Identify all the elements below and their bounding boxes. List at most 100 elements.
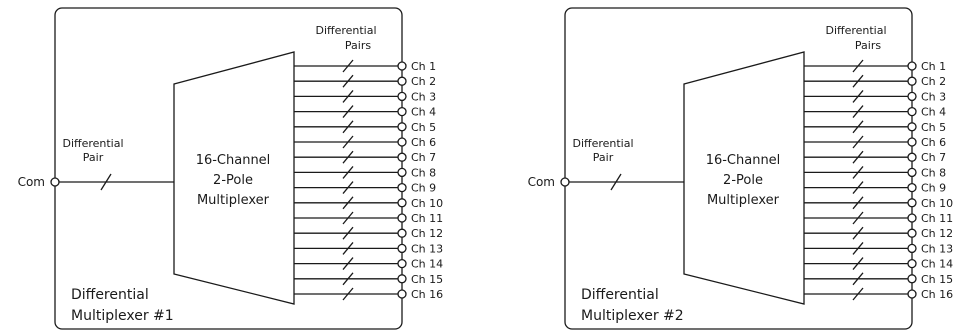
com-terminal[interactable] [560, 177, 570, 187]
channel-terminal[interactable] [907, 182, 917, 193]
channel-lines: Ch 1Ch 2Ch 3Ch 4Ch 5Ch 6Ch 7Ch 8Ch 9Ch 1… [294, 59, 443, 301]
channel-pair-slash [342, 211, 354, 225]
module-title-line2: Multiplexer #1 [71, 308, 174, 324]
channel-terminal[interactable] [907, 289, 917, 299]
channel-label: Ch 11 [411, 212, 443, 225]
output-pairs-label-line1: Differential [825, 24, 886, 37]
channel-terminal[interactable] [907, 152, 917, 162]
com-pair-slash [100, 173, 112, 191]
channel-label: Ch 13 [921, 242, 953, 255]
input-pair-label-line1: Differential [62, 137, 123, 150]
channel-terminal[interactable] [907, 198, 917, 208]
module-title-line2: Multiplexer #2 [581, 308, 684, 324]
channel-terminal[interactable] [397, 258, 407, 269]
channel-pair-slash [852, 181, 864, 195]
channel-terminal[interactable] [397, 228, 407, 238]
channel-label: Ch 15 [921, 273, 953, 286]
channel-label: Ch 13 [411, 242, 443, 255]
channel-label: Ch 1 [921, 60, 946, 73]
channel-terminal[interactable] [907, 106, 917, 117]
channel-pair-slash [342, 181, 354, 195]
channel-pair-slash [852, 135, 864, 149]
channel-terminal[interactable] [907, 76, 917, 86]
channel-terminal[interactable] [397, 137, 407, 147]
channel-label: Ch 16 [411, 288, 443, 301]
channel-terminal[interactable] [907, 258, 917, 269]
channel-pair-slash [342, 89, 354, 103]
channel-label: Ch 15 [411, 273, 443, 286]
channel-terminal[interactable] [397, 198, 407, 208]
channel-label: Ch 2 [921, 75, 946, 88]
channel-label: Ch 1 [411, 60, 436, 73]
channel-pair-slash [852, 211, 864, 225]
multiplexer-block [683, 51, 805, 305]
channel-terminal[interactable] [397, 76, 407, 86]
channel-terminal[interactable] [397, 182, 407, 193]
channel-pair-slash [342, 241, 354, 255]
channel-terminal[interactable] [397, 213, 407, 223]
channel-terminal[interactable] [397, 167, 407, 178]
output-pairs-label-line1: Differential [315, 24, 376, 37]
channel-terminal[interactable] [907, 91, 917, 102]
input-pair-label-line1: Differential [572, 137, 633, 150]
channel-pair-slash [342, 135, 354, 149]
channel-pair-slash [852, 226, 864, 240]
channel-label: Ch 7 [411, 151, 436, 164]
com-terminal[interactable] [50, 177, 60, 187]
channel-pair-slash [342, 287, 354, 301]
com-label: Com [18, 175, 45, 189]
mux-label-line3: Multiplexer [197, 193, 270, 208]
channel-terminal[interactable] [907, 228, 917, 238]
mux-label-line1: 16-Channel [706, 153, 781, 168]
channel-pair-slash [342, 165, 354, 179]
channel-label: Ch 5 [921, 121, 946, 134]
channel-terminal[interactable] [907, 213, 917, 223]
channel-label: Ch 6 [411, 136, 436, 149]
channel-label: Ch 3 [921, 90, 946, 103]
channel-pair-slash [342, 74, 354, 88]
channel-terminal[interactable] [397, 106, 407, 117]
channel-label: Ch 6 [921, 136, 946, 149]
channel-terminal[interactable] [907, 61, 917, 71]
channel-label: Ch 12 [921, 227, 953, 240]
module-title-line1: Differential [581, 287, 659, 303]
channel-label: Ch 11 [921, 212, 953, 225]
input-pair-label-line2: Pair [83, 151, 104, 164]
channel-label: Ch 3 [411, 90, 436, 103]
channel-label: Ch 9 [411, 182, 436, 195]
channel-terminal[interactable] [397, 61, 407, 71]
channel-label: Ch 9 [921, 182, 946, 195]
channel-pair-slash [852, 287, 864, 301]
channel-label: Ch 7 [921, 151, 946, 164]
channel-pair-slash [342, 105, 354, 119]
channel-terminal[interactable] [397, 289, 407, 299]
channel-terminal[interactable] [397, 91, 407, 102]
channel-label: Ch 10 [411, 197, 443, 210]
channel-lines: Ch 1Ch 2Ch 3Ch 4Ch 5Ch 6Ch 7Ch 8Ch 9Ch 1… [804, 59, 953, 301]
output-pairs-label-line2: Pairs [345, 39, 371, 52]
channel-terminal[interactable] [907, 122, 917, 132]
channel-pair-slash [852, 89, 864, 103]
channel-terminal[interactable] [907, 167, 917, 178]
channel-terminal[interactable] [397, 243, 407, 254]
channel-terminal[interactable] [907, 137, 917, 147]
channel-label: Ch 4 [921, 106, 946, 119]
channel-terminal[interactable] [397, 274, 407, 284]
mux-label-line2: 2-Pole [213, 173, 253, 188]
channel-pair-slash [852, 150, 864, 164]
com-pair-slash [610, 173, 622, 191]
channel-terminal[interactable] [397, 122, 407, 132]
input-pair-label-line2: Pair [593, 151, 614, 164]
channel-terminal[interactable] [907, 243, 917, 254]
channel-label: Ch 16 [921, 288, 953, 301]
channel-label: Ch 2 [411, 75, 436, 88]
channel-label: Ch 14 [411, 258, 443, 271]
multiplexer-block [173, 51, 295, 305]
output-pairs-label-line2: Pairs [855, 39, 881, 52]
channel-terminal[interactable] [397, 152, 407, 162]
mux-label-line1: 16-Channel [196, 153, 271, 168]
channel-pair-slash [342, 257, 354, 271]
channel-label: Ch 5 [411, 121, 436, 134]
channel-terminal[interactable] [907, 274, 917, 284]
